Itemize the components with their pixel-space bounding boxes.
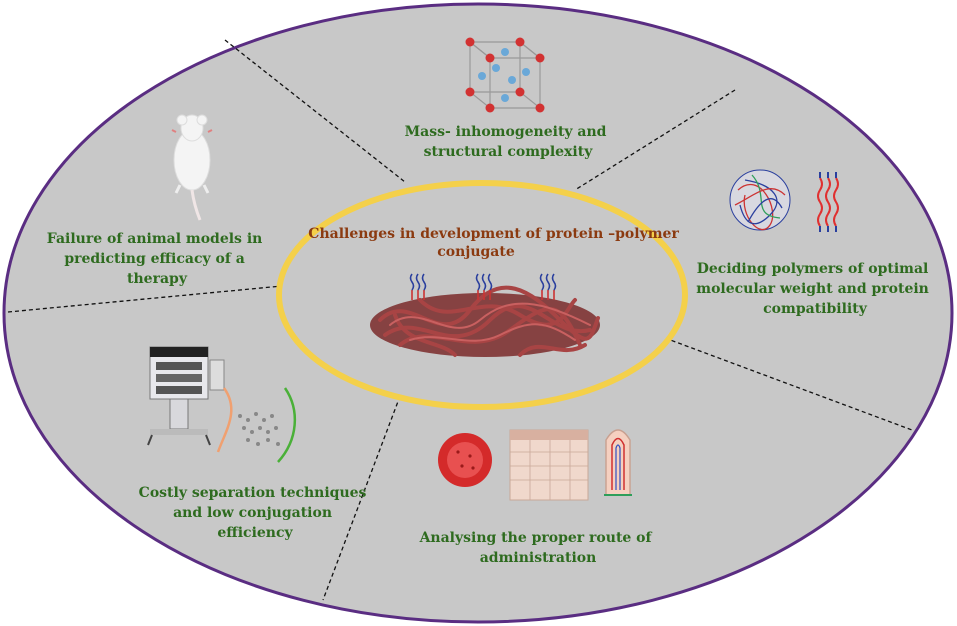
segment-label-line: Costly separation techniques xyxy=(139,485,367,501)
divider-left xyxy=(7,285,283,313)
protein-polymer-conjugate-icon xyxy=(370,273,600,357)
tissue-route-icon xyxy=(438,429,632,501)
segment-label-line: administration xyxy=(480,550,597,566)
segment-label-animal: Failure of animal models in predicting e… xyxy=(47,231,267,287)
segment-label-polymers: Deciding polymers of optimal molecular w… xyxy=(696,261,933,317)
divider-right xyxy=(664,337,913,431)
segment-label-separation: Costly separation techniques and low con… xyxy=(139,485,372,541)
mouse-icon xyxy=(171,114,213,221)
divider-top xyxy=(224,39,406,183)
segment-label-line: Deciding polymers of optimal xyxy=(697,261,929,277)
segment-dividers xyxy=(7,39,913,601)
segment-label-line: and low conjugation xyxy=(173,505,332,521)
polymer-chain-icons xyxy=(409,273,557,300)
center-title: Challenges in development of protein –po… xyxy=(308,226,683,260)
segment-label-line: efficiency xyxy=(217,525,293,541)
polymer-coil-icon xyxy=(729,169,839,232)
divider-upper-right xyxy=(574,89,736,191)
segment-label-route: Analysing the proper route of administra… xyxy=(419,530,657,566)
segment-label-line: molecular weight and protein xyxy=(696,281,929,297)
segment-label-line: Analysing the proper route of xyxy=(419,530,653,546)
divider-bottom xyxy=(322,382,406,601)
segment-label-line: structural complexity xyxy=(424,144,594,160)
center-title-line: conjugate xyxy=(437,244,515,260)
segment-label-line: compatibility xyxy=(763,301,868,317)
segment-label-line: therapy xyxy=(127,271,188,287)
segment-label-line: Failure of animal models in xyxy=(47,231,263,247)
center-title-line: Challenges in development of protein –po… xyxy=(308,226,679,242)
segment-label-line: predicting efficacy of a xyxy=(64,251,244,267)
crystal-lattice-icon xyxy=(465,37,545,113)
segment-label-mass: Mass- inhomogeneity and structural compl… xyxy=(405,124,612,160)
segment-label-line: Mass- inhomogeneity and xyxy=(405,124,607,140)
chromatography-instrument-icon xyxy=(147,346,297,463)
